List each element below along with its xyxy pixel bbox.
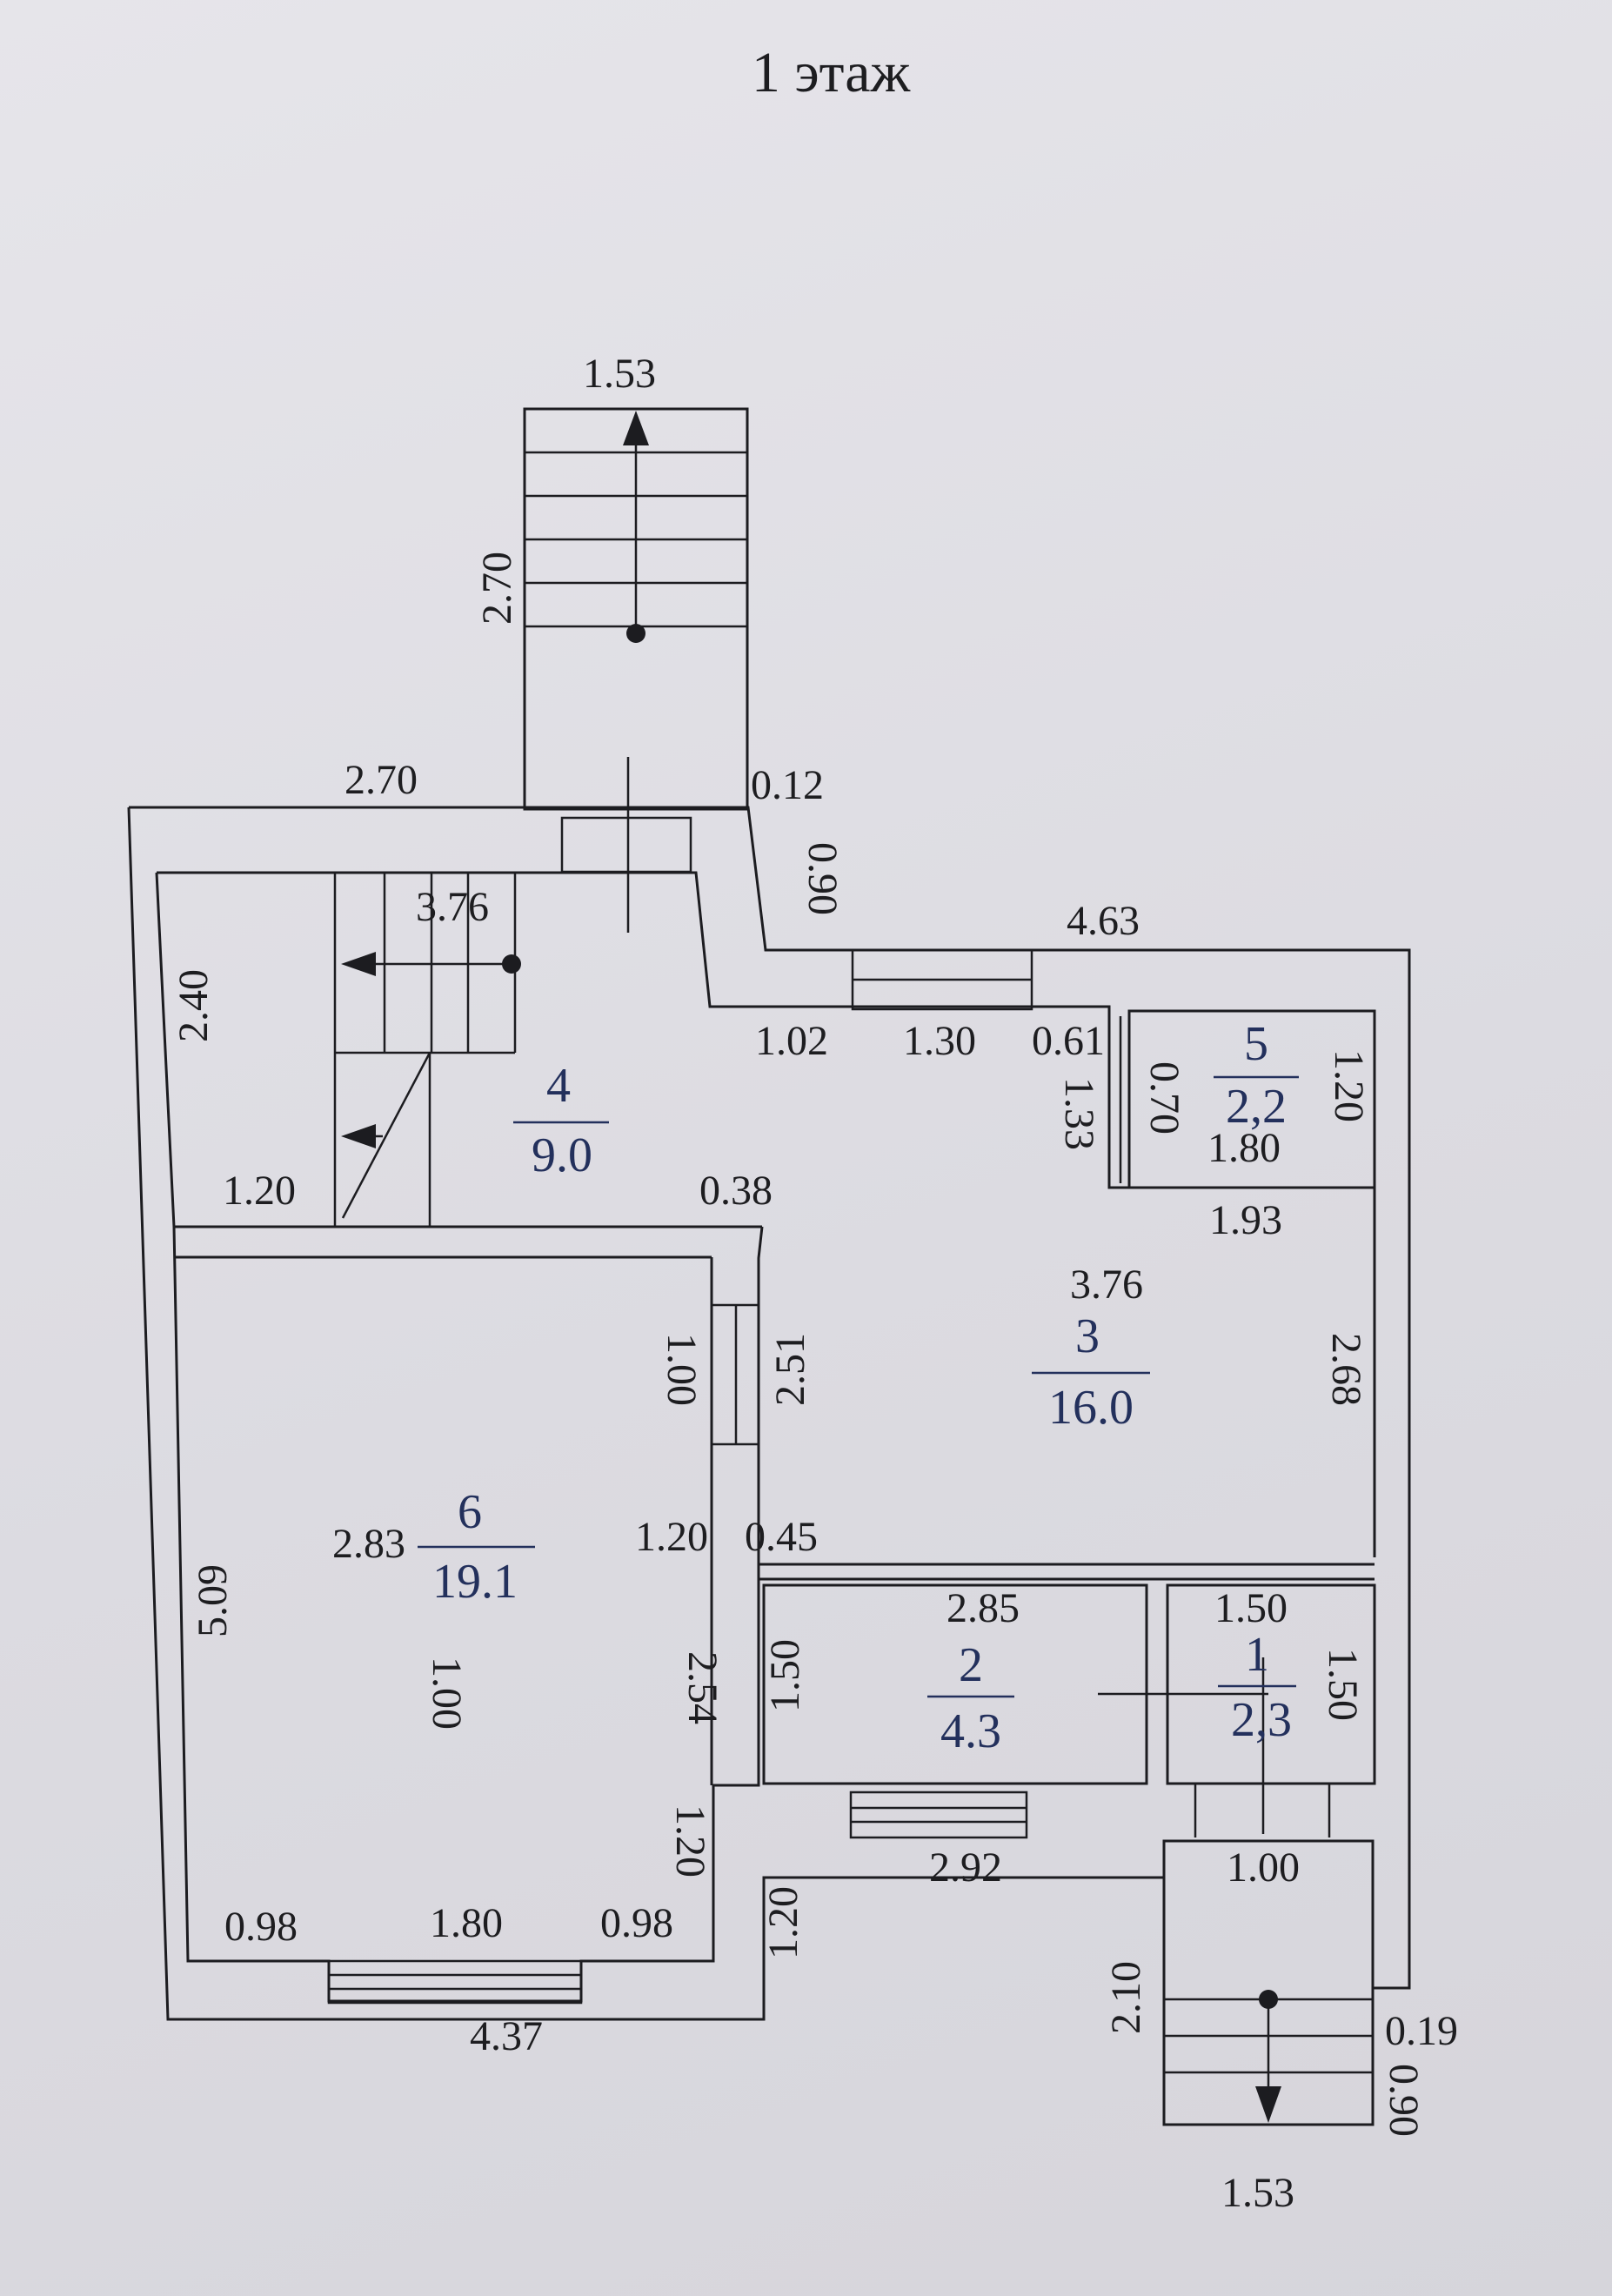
room-2: 2 4.3 bbox=[927, 1638, 1014, 1758]
interior-walls bbox=[174, 816, 1376, 2005]
room-6: 6 19.1 bbox=[418, 1485, 535, 1609]
dim-label: 1.50 bbox=[1320, 1648, 1366, 1721]
dim-label: 0.38 bbox=[699, 1168, 773, 1214]
room-labels: 1 2,3 2 4.3 3 16.0 4 9.0 5 2,2 6 19.1 bbox=[418, 1017, 1299, 1758]
dim-label: 0.98 bbox=[600, 1900, 673, 1946]
dim-label: 1.50 bbox=[1214, 1585, 1288, 1631]
dim-label: 5.09 bbox=[190, 1564, 236, 1637]
dim-label: 0.19 bbox=[1385, 2008, 1458, 2054]
room-1-number: 1 bbox=[1245, 1628, 1269, 1682]
dim-label: 0.45 bbox=[745, 1514, 818, 1560]
interior-stairs bbox=[333, 873, 521, 1227]
dim-label: 4.63 bbox=[1067, 898, 1140, 944]
dim-label: 2.83 bbox=[332, 1521, 405, 1567]
room-2-number: 2 bbox=[959, 1638, 983, 1692]
dim-label: 0.98 bbox=[224, 1904, 298, 1950]
dim-label: 1.80 bbox=[430, 1900, 503, 1946]
room-1: 1 2,3 bbox=[1218, 1628, 1296, 1747]
dim-label: 1.20 bbox=[760, 1886, 806, 1959]
dim-label: 3.76 bbox=[416, 884, 489, 930]
dim-label: 1.02 bbox=[755, 1018, 828, 1064]
dim-label: 0.61 bbox=[1032, 1018, 1105, 1064]
room-6-area: 19.1 bbox=[432, 1555, 518, 1609]
dim-label: 1.20 bbox=[1326, 1049, 1372, 1122]
dim-label: 2.70 bbox=[344, 757, 418, 803]
dim-label: 0.12 bbox=[751, 762, 824, 808]
dim-label: 2.68 bbox=[1323, 1333, 1369, 1406]
dim-label: 1.00 bbox=[1227, 1844, 1300, 1891]
room-2-area: 4.3 bbox=[940, 1704, 1001, 1758]
dim-label: 2.51 bbox=[767, 1333, 813, 1406]
dim-label: 1.00 bbox=[424, 1657, 470, 1730]
room-4: 4 9.0 bbox=[513, 1059, 609, 1182]
dim-label: 2.10 bbox=[1103, 1961, 1149, 2034]
room-5-number: 5 bbox=[1244, 1017, 1268, 1071]
dim-label: 2.40 bbox=[171, 969, 217, 1042]
dim-label: 0.70 bbox=[1141, 1061, 1187, 1135]
dim-label: 1.20 bbox=[223, 1168, 296, 1214]
room-1-area: 2,3 bbox=[1231, 1693, 1292, 1747]
dim-label: 2.92 bbox=[929, 1844, 1002, 1891]
room-4-area: 9.0 bbox=[532, 1128, 592, 1182]
dim-label: 2.70 bbox=[474, 552, 520, 625]
dim-label: 1.50 bbox=[762, 1639, 808, 1712]
dim-label: 3.76 bbox=[1070, 1262, 1143, 1308]
room-6-number: 6 bbox=[458, 1485, 482, 1539]
upper-stairs bbox=[523, 407, 749, 933]
floor-title: 1 этаж bbox=[752, 41, 911, 104]
dim-label: 2.85 bbox=[946, 1585, 1020, 1631]
dim-label: 1.20 bbox=[635, 1514, 708, 1560]
room-5: 5 2,2 bbox=[1214, 1017, 1299, 1134]
dim-label: 4.37 bbox=[470, 2013, 543, 2059]
room-4-number: 4 bbox=[546, 1059, 571, 1113]
dim-label: 1.33 bbox=[1056, 1077, 1102, 1150]
dim-label: 1.30 bbox=[903, 1018, 976, 1064]
room-5-area: 2,2 bbox=[1226, 1080, 1287, 1134]
dimension-labels: 1.53 2.70 2.70 0.12 0.90 3.76 4.63 2.40 … bbox=[171, 351, 1458, 2216]
dim-label: 1.80 bbox=[1207, 1125, 1281, 1171]
dim-label: 1.20 bbox=[667, 1804, 713, 1878]
dim-label: 0.90 bbox=[1381, 2064, 1427, 2137]
dim-label: 1.53 bbox=[583, 351, 656, 397]
room-3-number: 3 bbox=[1075, 1309, 1100, 1363]
lower-stairs bbox=[1162, 1839, 1375, 2126]
dim-label: 0.90 bbox=[799, 842, 846, 915]
dim-label: 1.53 bbox=[1221, 2170, 1294, 2216]
outer-walls bbox=[127, 806, 1411, 2021]
room-3-area: 16.0 bbox=[1048, 1381, 1134, 1435]
room-3: 3 16.0 bbox=[1032, 1309, 1150, 1435]
dim-label: 1.00 bbox=[659, 1333, 705, 1406]
dim-label: 2.54 bbox=[679, 1651, 726, 1724]
dim-label: 1.93 bbox=[1209, 1197, 1282, 1243]
